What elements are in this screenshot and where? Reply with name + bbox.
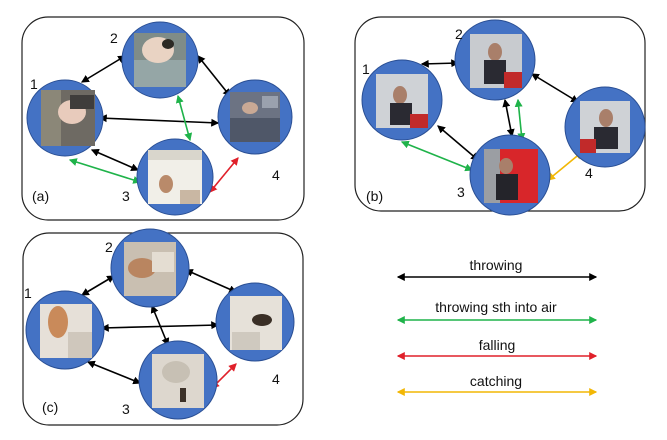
panel-a-node-1: 1: [26, 76, 104, 157]
edge-b-1-3-into-air: [400, 140, 474, 172]
node-number: 2: [455, 26, 463, 42]
edge-c-1-2-throwing: [80, 275, 116, 296]
frame-thumbnail: [484, 149, 538, 203]
legend-label: throwing: [470, 257, 523, 273]
edge-a-1-3-into-air: [68, 158, 142, 184]
frame-thumbnail: [230, 92, 280, 142]
node-number: 1: [30, 76, 38, 92]
node-number: 4: [272, 167, 280, 183]
panel-label: (b): [366, 188, 383, 204]
edge-b-2-3-into-air: [514, 98, 526, 142]
edge-c-2-4-throwing: [184, 269, 238, 293]
legend-item-catching: catching: [396, 373, 598, 396]
edge-a-2-4-throwing: [197, 55, 231, 97]
frame-thumbnail: [40, 304, 92, 358]
node-number: 3: [122, 401, 130, 417]
frame-thumbnail: [41, 90, 95, 146]
edge-c-1-3-throwing: [86, 360, 142, 385]
panel-a-edges: [68, 55, 239, 193]
panel-c-node-1: 1: [24, 285, 105, 370]
edge-c-2-3-throwing: [150, 304, 170, 347]
panel-a-node-2: 2: [110, 21, 199, 99]
panel-a-node-4: 4: [217, 79, 293, 183]
legend: throwing throwing sth into air falling c…: [396, 257, 598, 396]
frame-thumbnail: [376, 74, 428, 128]
node-number: 1: [362, 61, 370, 77]
frame-thumbnail: [470, 34, 522, 88]
frame-thumbnail: [230, 296, 282, 350]
node-number: 2: [105, 239, 113, 255]
node-number: 3: [122, 188, 130, 204]
edge-a-2-3-into-air: [175, 94, 193, 142]
legend-label: falling: [479, 337, 516, 353]
legend-item-throwing-sth-into-air: throwing sth into air: [396, 299, 598, 324]
panel-b-edges: [400, 59, 583, 181]
node-number: 4: [585, 165, 593, 181]
edge-a-1-2-throwing: [80, 55, 127, 83]
panel-b: 1 2 3: [354, 16, 646, 216]
node-number: 2: [110, 30, 118, 46]
panel-c: 1 2 3: [22, 228, 304, 426]
edge-a-1-4-throwing: [98, 114, 220, 127]
panel-label: (c): [42, 399, 58, 415]
panel-c-node-2: 2: [105, 228, 190, 308]
edge-b-3-4-catching: [547, 151, 583, 181]
frame-thumbnail: [152, 354, 204, 408]
frame-thumbnail: [124, 242, 176, 296]
node-number: 1: [24, 285, 32, 301]
panel-b-node-4: 4: [564, 86, 646, 181]
panel-a-node-3: 3: [122, 138, 214, 216]
node-number: 3: [457, 184, 465, 200]
edge-b-2-3-throwing: [502, 98, 515, 138]
panel-b-node-1: 1: [361, 59, 443, 141]
edge-b-1-2-throwing: [420, 59, 460, 68]
panel-b-node-3: 3: [457, 134, 551, 216]
legend-label: throwing sth into air: [435, 299, 557, 315]
legend-label: catching: [470, 373, 522, 389]
legend-item-falling: falling: [396, 337, 598, 360]
legend-item-throwing: throwing: [396, 257, 598, 281]
frame-thumbnail: [148, 150, 202, 204]
panel-b-node-2: 2: [454, 19, 536, 101]
panel-label: (a): [32, 188, 49, 204]
frame-thumbnail: [134, 33, 186, 87]
edge-b-2-4-throwing: [530, 73, 580, 103]
panel-c-node-3: 3: [122, 340, 218, 420]
node-number: 4: [272, 371, 280, 387]
panel-a: 1 2 3: [21, 16, 305, 221]
panel-c-node-4: 4: [215, 282, 295, 387]
edge-a-3-4-falling: [209, 157, 239, 193]
frame-thumbnail: [580, 101, 630, 153]
